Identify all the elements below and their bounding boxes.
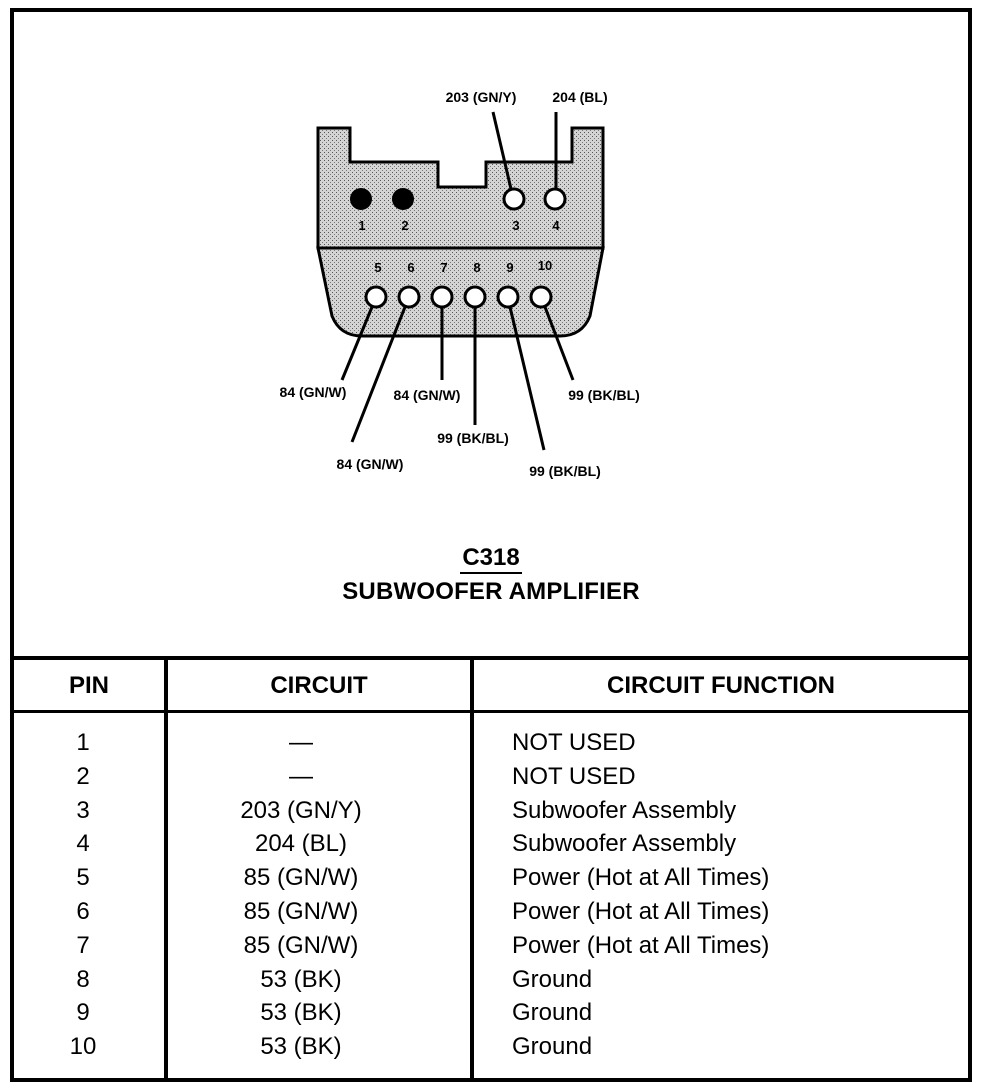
row-5-pin: 5 [76, 864, 90, 892]
row-7-function: Power (Hot at All Times) [512, 931, 770, 959]
pin-10-cavity [529, 285, 553, 309]
table-top-border [10, 656, 972, 660]
row-1-circuit: — [289, 729, 313, 756]
pin-number-6: 6 [407, 260, 414, 275]
row-3-pin: 3 [76, 796, 90, 824]
pin-2-cavity [392, 188, 414, 210]
row-10-circuit: 53 (BK) [260, 1033, 342, 1061]
pin-number-2: 2 [401, 218, 408, 233]
row-8-circuit: 53 (BK) [260, 965, 342, 993]
column-divider-2 [470, 658, 474, 1078]
row-9-pin: 9 [76, 999, 90, 1027]
row-8-pin: 8 [76, 965, 90, 993]
row-6-pin: 6 [76, 897, 90, 925]
row-9-circuit: 53 (BK) [260, 999, 342, 1027]
pin-number-7: 7 [440, 260, 447, 275]
wire-label-pin-6: 84 (GN/W) [337, 456, 404, 472]
wire-label-pin-3: 203 (GN/Y) [446, 89, 517, 105]
row-6-circuit: 85 (GN/W) [243, 897, 359, 925]
wire-label-pin-4: 204 (BL) [552, 89, 607, 105]
column-divider-1 [164, 658, 168, 1078]
row-6-function: Power (Hot at All Times) [512, 897, 770, 925]
wire-line-pin-3 [491, 111, 513, 190]
pin-number-1: 1 [358, 218, 365, 233]
header-circuit-function: CIRCUIT FUNCTION [607, 672, 835, 699]
pin-number-10: 10 [538, 258, 552, 273]
row-5-function: Power (Hot at All Times) [512, 864, 770, 892]
column-pin: 1 2 3 4 5 6 7 8 9 10 [14, 726, 164, 1064]
row-4-pin: 4 [76, 830, 90, 858]
connector-body-lower [316, 246, 605, 338]
connector-diagram: 1 2 3 4 5 6 7 8 9 10 203 (GN/Y) 204 (BL)… [280, 89, 640, 479]
diagram-frame [10, 8, 972, 1082]
column-circuit: — — 203 (GN/Y) 204 (BL) 85 (GN/W) 85 (GN… [168, 726, 470, 1064]
wire-label-pin-10: 99 (BK/BL) [568, 387, 640, 403]
wire-label-pin-5: 84 (GN/W) [280, 384, 347, 400]
pin-number-5: 5 [374, 260, 381, 275]
pin-9-cavity [496, 285, 520, 309]
pin-5-cavity [364, 285, 388, 309]
row-4-function: Subwoofer Assembly [512, 830, 737, 858]
wire-line-pin-10 [543, 306, 575, 381]
row-7-circuit: 85 (GN/W) [243, 931, 359, 959]
wire-label-pin-7: 84 (GN/W) [394, 387, 461, 403]
pin-8-cavity [463, 285, 487, 309]
row-1-function: NOT USED [512, 729, 636, 756]
pin-number-3: 3 [512, 218, 519, 233]
connector-name: SUBWOOFER AMPLIFIER [342, 578, 640, 605]
row-9-function: Ground [512, 999, 593, 1027]
row-3-function: Subwoofer Assembly [512, 796, 737, 824]
column-circuit-function: NOT USED NOT USED Subwoofer Assembly Sub… [512, 726, 962, 1064]
pin-number-4: 4 [552, 218, 560, 233]
row-2-circuit: — [289, 762, 313, 790]
header-pin: PIN [68, 672, 109, 699]
wire-label-pin-9: 99 (BK/BL) [529, 463, 601, 479]
wire-line-pin-6 [350, 306, 407, 443]
row-4-circuit: 204 (BL) [254, 830, 348, 858]
row-2-pin: 2 [76, 762, 90, 790]
table-header-rule [10, 710, 972, 713]
row-5-circuit: 85 (GN/W) [243, 864, 359, 892]
wire-label-pin-8: 99 (BK/BL) [437, 430, 509, 446]
wire-line-pin-9 [508, 306, 546, 451]
pin-number-9: 9 [506, 260, 513, 275]
connector-title-block: C318 SUBWOOFER AMPLIFIER [10, 544, 972, 606]
pin-7-cavity [430, 285, 454, 309]
row-2-function: NOT USED [512, 762, 636, 790]
connector-id: C318 [460, 544, 522, 574]
row-10-pin: 10 [69, 1033, 97, 1061]
wire-line-pin-5 [340, 306, 374, 381]
pin-4-cavity [543, 187, 567, 211]
pin-3-cavity [502, 187, 526, 211]
pin-number-8: 8 [473, 260, 480, 275]
row-8-function: Ground [512, 965, 593, 993]
row-3-circuit: 203 (GN/Y) [240, 796, 362, 824]
row-1-pin: 1 [76, 729, 90, 756]
header-circuit: CIRCUIT [270, 672, 368, 699]
pin-1-cavity [350, 188, 372, 210]
row-10-function: Ground [512, 1033, 593, 1061]
row-7-pin: 7 [76, 931, 90, 959]
pin-6-cavity [397, 285, 421, 309]
